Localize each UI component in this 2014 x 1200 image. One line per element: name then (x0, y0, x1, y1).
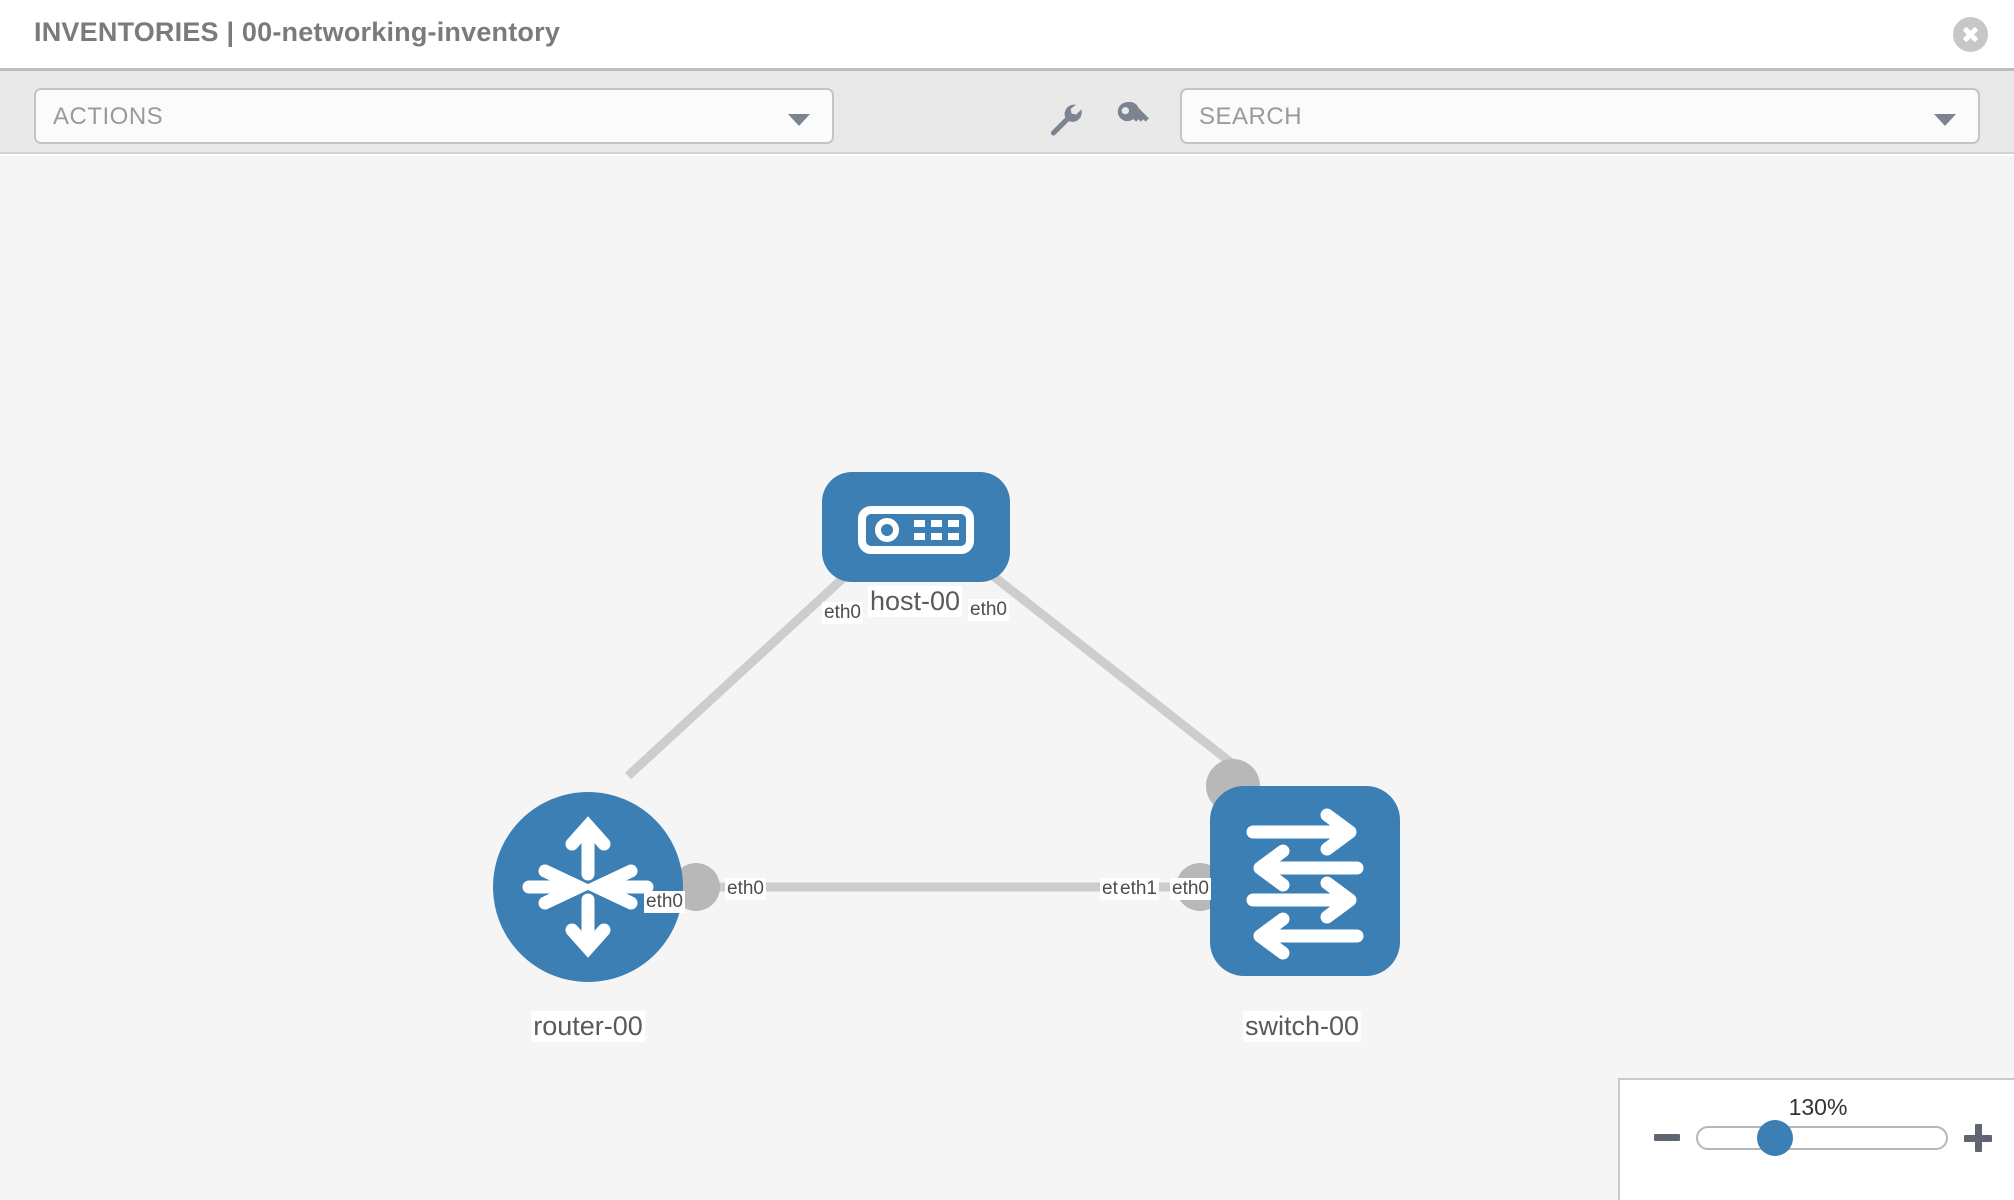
node-router-00 (493, 792, 683, 982)
edge-label-switch-up-iface: eth0 (1170, 878, 1211, 900)
node-label-switch-00: switch-00 (1242, 1011, 1362, 1042)
link-host-router (624, 542, 882, 780)
edge-label-host-left-iface: eth0 (822, 602, 863, 624)
node-label-host-00: host-00 (867, 586, 963, 617)
zoom-control-panel: 130% (1618, 1078, 2014, 1200)
node-label-router-00: router-00 (531, 1011, 645, 1042)
edge-label-router-right-iface: eth0 (725, 878, 766, 900)
node-switch-00 (1210, 786, 1400, 976)
zoom-slider-track[interactable] (1696, 1126, 1948, 1150)
toolbar: ACTIONS SEARCH (0, 68, 2014, 154)
chevron-down-icon (1934, 114, 1956, 126)
zoom-slider-thumb[interactable] (1757, 1120, 1793, 1156)
close-icon[interactable] (1953, 17, 1988, 52)
link-host-switch (952, 542, 1251, 780)
key-icon[interactable] (1113, 99, 1151, 137)
actions-dropdown[interactable]: ACTIONS (34, 88, 834, 144)
zoom-out-button[interactable] (1654, 1134, 1680, 1141)
search-input[interactable]: SEARCH (1180, 88, 1980, 144)
chevron-down-icon (788, 114, 810, 126)
window-header: INVENTORIES | 00-networking-inventory (0, 0, 2014, 68)
page-title: INVENTORIES | 00-networking-inventory (34, 17, 561, 47)
zoom-in-button[interactable] (1964, 1124, 1992, 1152)
edge-label-switch-left-iface-b: eth1 (1118, 878, 1159, 900)
edge-label-host-right-iface: eth0 (968, 599, 1009, 621)
topology-canvas[interactable]: host-00 router-00 switch-00 eth0 eth0 et… (0, 156, 2014, 1200)
wrench-icon[interactable] (1045, 99, 1083, 137)
node-host-00 (822, 472, 1010, 582)
actions-dropdown-label: ACTIONS (53, 103, 164, 130)
edge-label-router-up-iface: eth0 (644, 891, 685, 913)
zoom-level-value: 130% (1788, 1094, 1848, 1120)
search-placeholder: SEARCH (1199, 103, 1303, 130)
topology-graph (493, 472, 1400, 982)
